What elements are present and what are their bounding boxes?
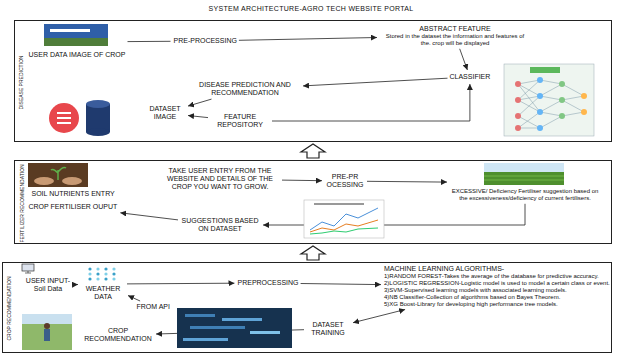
node-label: USER INPUT- Soil Data	[23, 277, 73, 293]
section-band: DISEASE PREDICTION USER DATA IMAGE OF CRO…	[14, 20, 612, 142]
text-node: CROP FERTILISER OUPUT	[29, 203, 118, 211]
node-label: PRE-PROCESSING	[174, 37, 237, 45]
node-label: TAKE USER ENTRY FROM THE WEBSITE AND DET…	[160, 167, 280, 191]
connector	[353, 310, 405, 323]
node-label: ABSTRACT FEATURE	[380, 25, 530, 33]
text-node: DISEASE PREDICTION AND RECOMMENDATION	[190, 81, 300, 97]
text-node: DATASET IMAGE	[145, 105, 185, 121]
node-label: DATASET IMAGE	[145, 105, 185, 121]
text-node: PRE-PR OCESSING	[325, 173, 365, 189]
section-label: CROP RECOMMENDATION	[7, 277, 12, 341]
node-body: 1)RANDOM FOREST-Takes the average of the…	[384, 273, 610, 280]
connector	[303, 78, 448, 86]
node-label: CLASSIFIER	[450, 73, 491, 81]
node-label: SUGGESTIONS BASED ON DATASET	[180, 217, 260, 233]
section-label: FERTILIZER RECOMMENDATION	[20, 164, 25, 242]
node-label: PREPROCESSING	[238, 279, 299, 287]
text-node: SOIL NUTRIENTS ENTRY	[32, 164, 115, 198]
connector	[120, 213, 178, 220]
connector	[239, 38, 377, 41]
monitor-icon	[22, 264, 34, 273]
connector	[263, 204, 525, 225]
text-node: CROP RECOMMENDATION	[83, 327, 153, 343]
text-node: TAKE USER ENTRY FROM THE WEBSITE AND DET…	[160, 167, 280, 191]
text-node: WEATHER DATA	[81, 267, 125, 301]
node-label: DISEASE PREDICTION AND RECOMMENDATION	[190, 81, 300, 97]
text-node: SUGGESTIONS BASED ON DATASET	[180, 217, 260, 233]
section-band: FERTILIZER RECOMMENDATION SOIL NUTRIENTS …	[14, 160, 612, 244]
text-node: PRE-PROCESSING	[174, 37, 237, 45]
section-label: DISEASE PREDICTION	[19, 55, 24, 109]
text-node: DATASET TRAINING	[306, 321, 350, 337]
farmer-photo	[22, 314, 72, 350]
node-body: Stored in the dataset the information an…	[380, 33, 530, 47]
diagram-title: SYSTEM ARCHITECTURE-AGRO TECH WEBSITE PO…	[0, 5, 622, 12]
node-body: 3)SVM-Supervised learning models with as…	[384, 287, 610, 294]
text-node: USER INPUT- Soil Data	[23, 277, 73, 293]
connector	[128, 41, 171, 42]
text-node: FEATURE REPOSITORY	[210, 113, 270, 129]
node-label: MACHINE LEARNING ALGORITHMS-	[384, 265, 610, 273]
node-label: FEATURE REPOSITORY	[210, 113, 270, 129]
node-label: DATASET TRAINING	[306, 321, 350, 337]
field-photo	[484, 163, 564, 185]
dataset-photo	[177, 308, 292, 348]
text-node: MACHINE LEARNING ALGORITHMS-1)RANDOM FOR…	[384, 265, 610, 308]
node-body: 4)NB Classifier-Collection of algorithms…	[384, 294, 610, 301]
connector	[367, 181, 447, 183]
crop-photo	[44, 24, 108, 46]
node-label: WEATHER DATA	[81, 285, 125, 301]
weather-dots-icon	[88, 267, 115, 280]
connector	[282, 180, 322, 182]
node-label: USER DATA IMAGE OF CROP	[29, 51, 126, 59]
node-body: 2)LOGISTIC REGRESSION-Logistic model is …	[384, 280, 610, 287]
text-node: EXCESSIVE/ Deficiency Fertiliser suggest…	[450, 164, 600, 202]
neural-network-figure	[504, 64, 594, 136]
connector	[188, 116, 208, 118]
connector	[460, 49, 468, 70]
node-label: EXCESSIVE/ Deficiency Fertiliser suggest…	[450, 188, 600, 202]
text-node: USER DATA IMAGE OF CROP	[29, 25, 126, 59]
text-node: CLASSIFIER	[450, 73, 491, 81]
connector	[272, 84, 470, 121]
node-label: FROM API	[137, 303, 170, 311]
node-label: CROP FERTILISER OUPUT	[29, 203, 118, 211]
node-label: PRE-PR OCESSING	[325, 173, 365, 189]
connector	[301, 284, 381, 285]
node-label: CROP RECOMMENDATION	[83, 327, 153, 343]
soil-photo	[28, 163, 88, 187]
node-body: 5)XG Boost-Library for developing high p…	[384, 301, 610, 308]
connector	[127, 283, 235, 285]
node-label: SOIL NUTRIENTS ENTRY	[32, 190, 115, 198]
section-band: CROP RECOMMENDATION USER INPUT- Soil Data…	[2, 262, 612, 353]
connector	[188, 99, 212, 106]
dataset-icon	[49, 100, 110, 136]
block-arrow	[301, 144, 325, 158]
chart-figure	[304, 200, 384, 238]
connector	[128, 296, 140, 302]
text-node: FROM API	[137, 303, 170, 311]
text-node: ABSTRACT FEATUREStored in the dataset th…	[380, 25, 530, 47]
block-arrow	[301, 246, 325, 260]
connector	[75, 284, 78, 285]
text-node: PREPROCESSING	[238, 279, 299, 287]
